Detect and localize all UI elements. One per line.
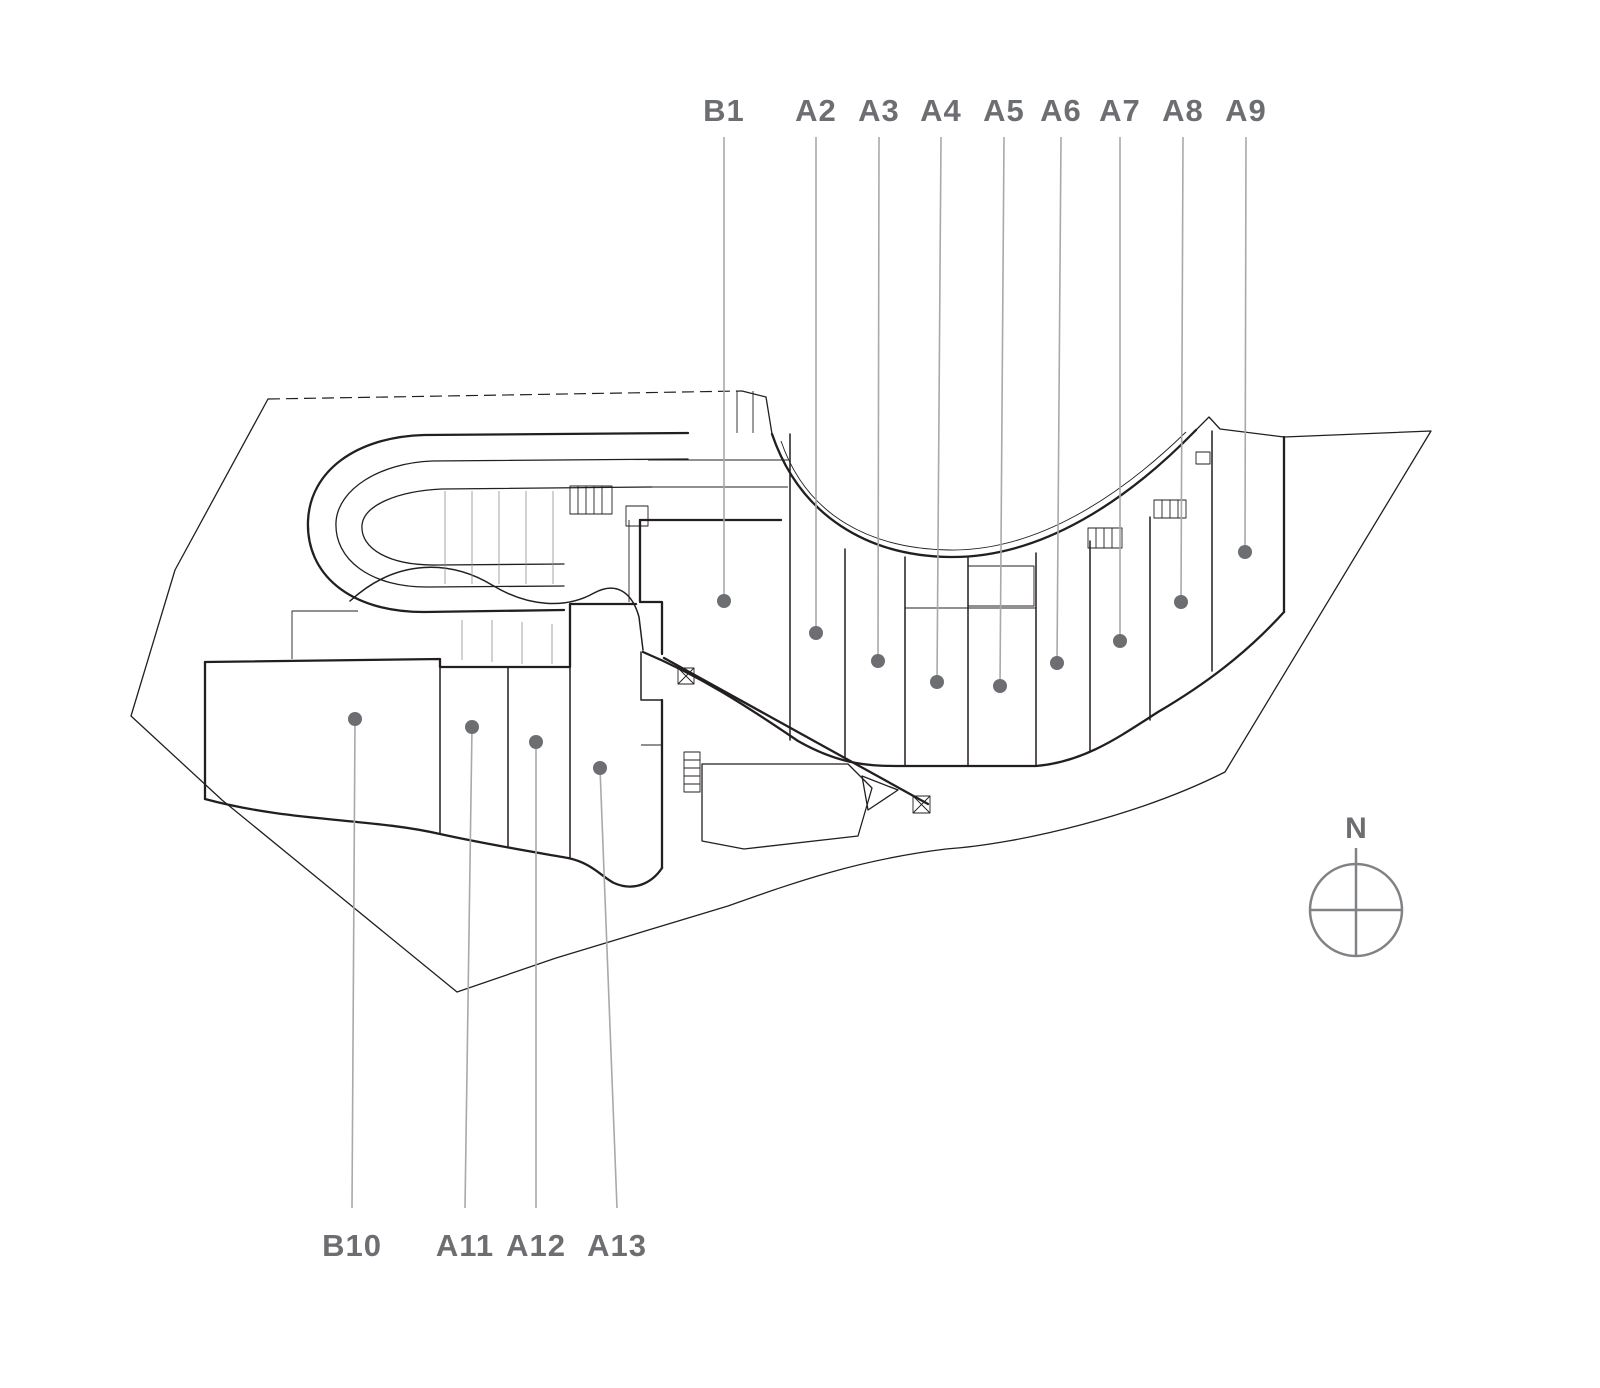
unit-label-A7: A7 [1099, 93, 1141, 128]
unit-dot-A12 [529, 735, 543, 749]
leader-line-A4 [936, 136, 942, 683]
unit-dot-B1 [717, 594, 731, 608]
leader-line-A9 [1244, 136, 1247, 553]
bay-edge-inner [780, 431, 1187, 551]
unit-label-A6: A6 [1040, 93, 1082, 128]
unit-label-A4: A4 [920, 93, 962, 128]
leader-line-A6 [1056, 136, 1062, 664]
serpentine-edge [349, 566, 644, 651]
unit-label-A8: A8 [1162, 93, 1204, 128]
leader-line-A3 [877, 136, 880, 662]
unit-dot-A8 [1174, 595, 1188, 609]
entrance-strip [638, 391, 788, 522]
north-compass: N [1308, 812, 1404, 958]
leader-line-A5 [999, 136, 1005, 687]
unit-dot-A2 [809, 626, 823, 640]
site-boundary-dashed [267, 390, 743, 400]
site-boundary [130, 390, 1432, 993]
unit-band-bottom-edge [641, 610, 1286, 768]
unit-label-A3: A3 [858, 93, 900, 128]
site-plan-drawing [130, 390, 1432, 993]
unit-dot-A4 [930, 675, 944, 689]
unit-dot-A5 [993, 679, 1007, 693]
compass-north-label: N [1345, 812, 1367, 845]
unit-dot-A3 [871, 654, 885, 668]
ramp-inner-curve [361, 486, 653, 566]
ramp-outer-curve [306, 431, 690, 614]
unit-label-B10: B10 [322, 1228, 382, 1263]
lower-block [203, 602, 664, 888]
unit-dot-A11 [465, 720, 479, 734]
texture-lines [444, 491, 554, 664]
ramp-mid-curve [335, 458, 689, 588]
unit-dot-A13 [593, 761, 607, 775]
unit-dot-A9 [1238, 545, 1252, 559]
leader-line-A11 [464, 726, 473, 1209]
stair-details [569, 451, 1211, 549]
unit-dot-A6 [1050, 656, 1064, 670]
unit-label-A11: A11 [436, 1228, 494, 1263]
unit-dot-B10 [348, 712, 362, 726]
terrace-a4-a5 [905, 565, 1036, 609]
bay-edge [770, 428, 1198, 559]
unit-label-A13: A13 [587, 1228, 647, 1263]
central-spine [628, 518, 664, 656]
unit-label-A9: A9 [1225, 93, 1267, 128]
leader-line-B10 [351, 718, 356, 1209]
courtyard [662, 656, 931, 850]
leader-line-A8 [1180, 136, 1184, 603]
unit-label-B1: B1 [703, 93, 745, 128]
unit-dot-A7 [1113, 634, 1127, 648]
unit-label-A12: A12 [506, 1228, 566, 1263]
leader-line-A13 [599, 767, 618, 1209]
unit-label-A2: A2 [795, 93, 837, 128]
unit-label-A5: A5 [983, 93, 1025, 128]
